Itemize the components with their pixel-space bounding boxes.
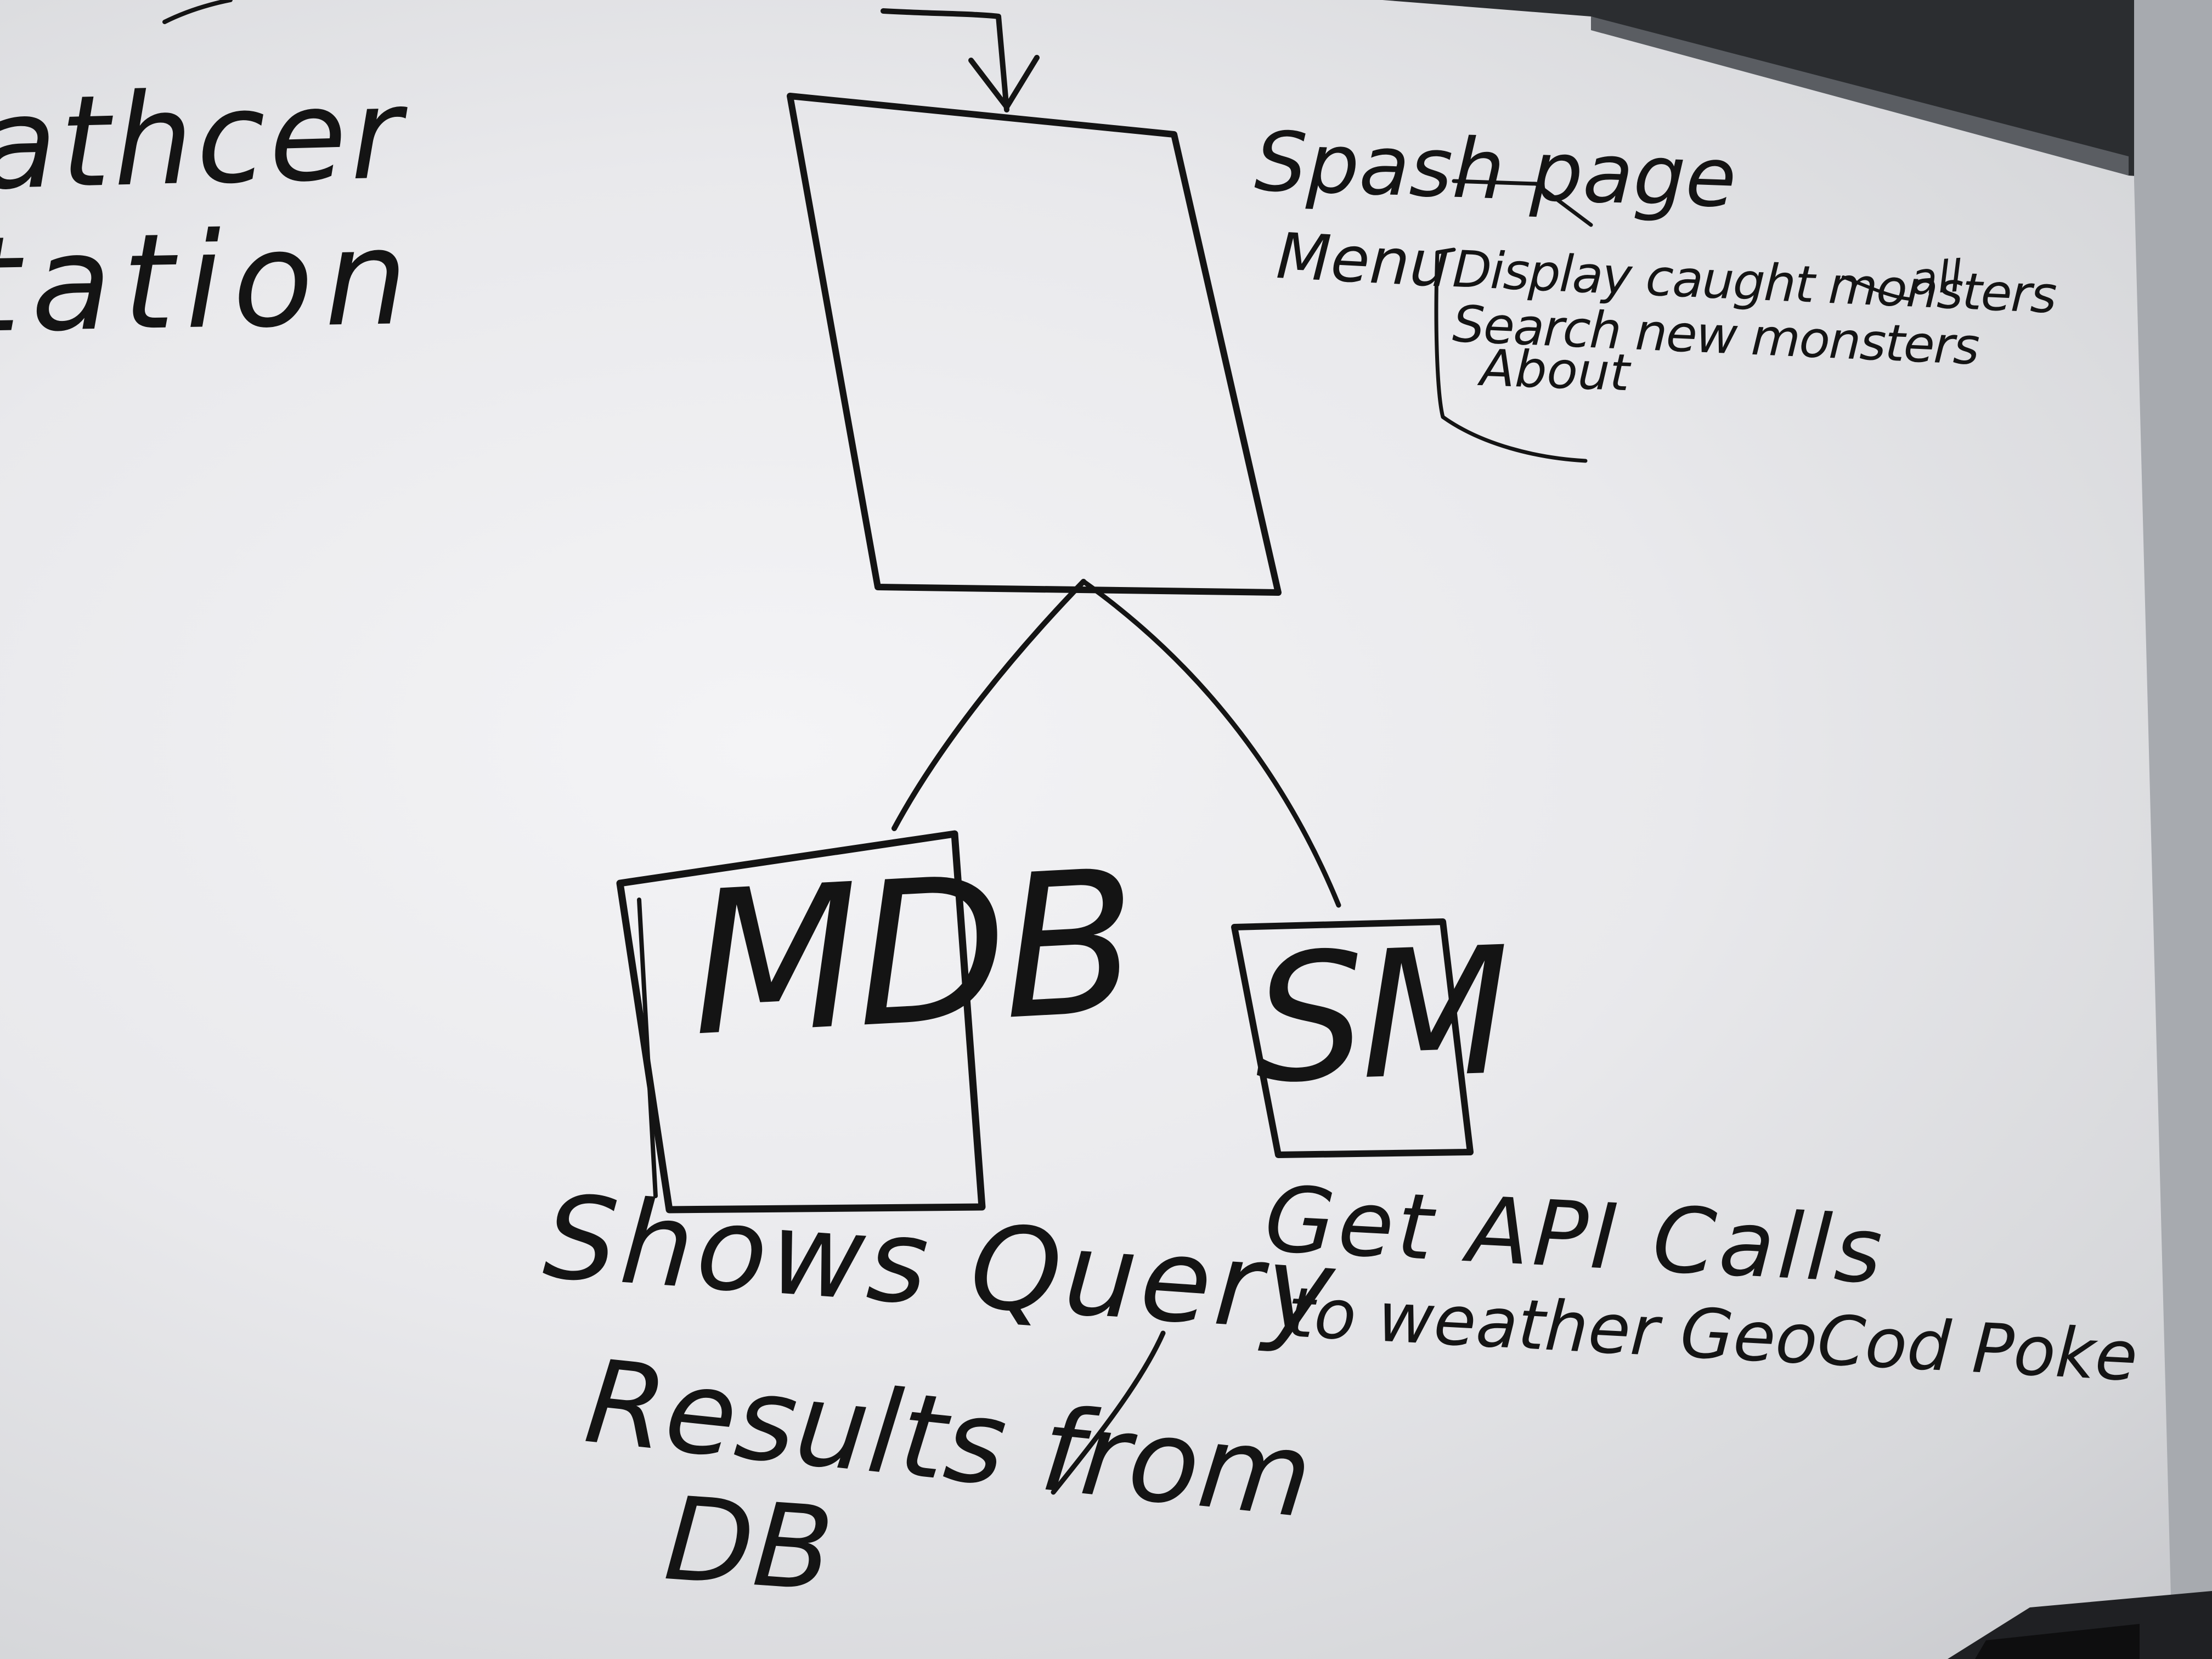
branch-line-left (891, 579, 1086, 831)
mdb-box-label: MDB (685, 827, 1138, 1080)
arrow-head (968, 55, 1040, 110)
menu-note: all (1909, 250, 1964, 305)
splash-page-label: Spash page (1253, 114, 1738, 227)
board-side-rail (2134, 0, 2212, 1659)
sm-box-label: SM (1250, 909, 1510, 1122)
board-stroke (162, 0, 233, 24)
menu-bracket (1434, 247, 1588, 463)
mdb-caption-line: DB (661, 1471, 838, 1617)
menu-item: About (1479, 338, 1631, 403)
incoming-arrow (881, 8, 1009, 112)
mdb-box-inner-edge (637, 898, 658, 1198)
all-connector (1842, 275, 1911, 301)
splash-underline (1452, 179, 1593, 227)
mdb-box (616, 830, 986, 1214)
board-frame-edge (1591, 16, 2129, 176)
menu-label: Menu (1274, 219, 1452, 302)
query-tail (1051, 1330, 1166, 1495)
title-line-2: tation (0, 200, 420, 362)
title-line-1: athcer (0, 60, 407, 218)
sm-box (1231, 918, 1474, 1158)
marker-on-tray (1975, 1624, 2140, 1659)
branch-line-right (1081, 579, 1341, 908)
splash-page-box (787, 93, 1282, 596)
